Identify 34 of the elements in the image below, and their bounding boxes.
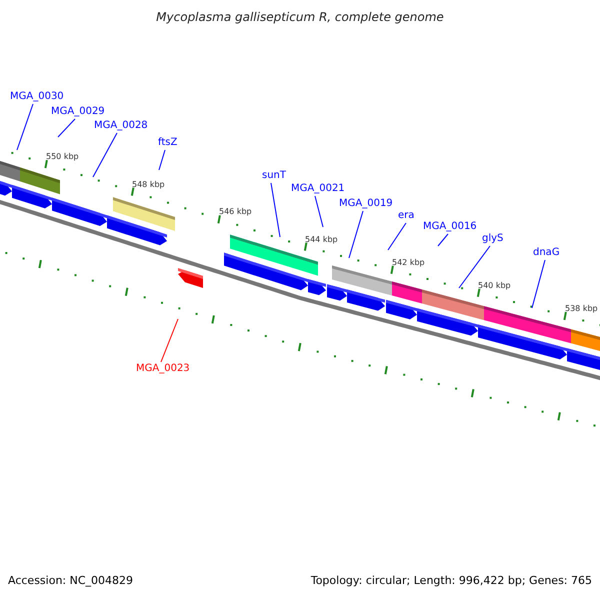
gene-label: MGA_0016 xyxy=(423,220,477,234)
leader-line xyxy=(314,196,324,228)
leader-line xyxy=(158,150,166,170)
map-title: Mycoplasma gallisepticum R, complete genome xyxy=(155,10,445,24)
leader-line xyxy=(388,222,406,250)
accession-text: Accession: NC_004829 xyxy=(8,574,134,588)
leader-line xyxy=(438,234,448,246)
gene-label: MGA_0021 xyxy=(291,182,345,196)
gene-label: glyS xyxy=(482,232,504,246)
gene-label: ftsZ xyxy=(158,136,178,150)
leader-line xyxy=(92,132,118,178)
leader-line xyxy=(16,104,34,150)
scale-label: 542 kbp xyxy=(392,257,425,269)
leader-line xyxy=(270,182,280,238)
scale-label: 544 kbp xyxy=(305,234,338,246)
gene-label: MGA_0029 xyxy=(51,105,105,119)
gene-label: sunT xyxy=(262,169,286,183)
gene-label: era xyxy=(398,209,414,223)
gene-label: MGA_0028 xyxy=(94,119,148,133)
leader-line xyxy=(348,210,364,258)
genome-info-text: Topology: circular; Length: 996,422 bp; Genes: 765 xyxy=(310,574,592,588)
scale-label: 546 kbp xyxy=(219,206,252,218)
scale-label: 538 kbp xyxy=(565,303,598,315)
leader-line xyxy=(160,318,178,362)
gene-label: MGA_0019 xyxy=(339,197,393,211)
gene-label: MGA_0030 xyxy=(10,90,64,104)
leader-line xyxy=(58,118,76,138)
leader-line xyxy=(458,246,490,288)
scale-label: 550 kbp xyxy=(46,151,79,163)
scale-label: 548 kbp xyxy=(132,179,165,191)
gene-label: MGA_0023 xyxy=(136,362,190,376)
scale-label: 540 kbp xyxy=(478,280,511,292)
leader-line xyxy=(532,260,546,308)
gene-label: dnaG xyxy=(533,246,560,260)
